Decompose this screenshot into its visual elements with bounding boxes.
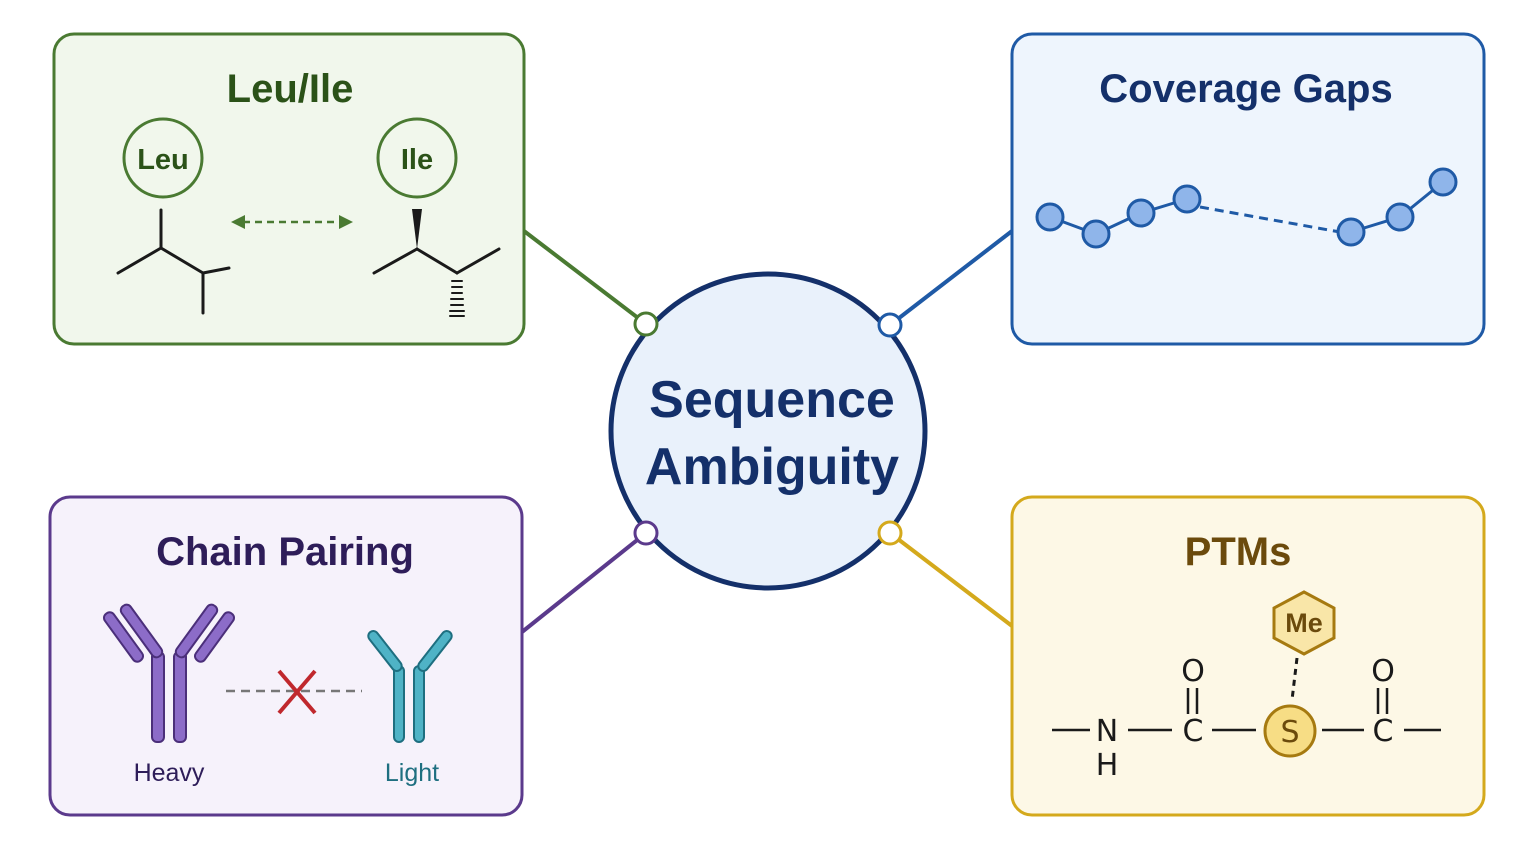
isomer-arrow <box>231 215 353 229</box>
residue-node <box>1081 219 1111 249</box>
isoleucine-structure <box>372 209 501 317</box>
panel-coverage-title: Coverage Gaps <box>1099 67 1392 111</box>
backbone-bonds <box>1052 688 1441 732</box>
atom-c2: C <box>1373 714 1394 749</box>
connector-leu-ile <box>522 229 648 326</box>
mismatch-x-icon <box>226 669 362 715</box>
panel-coverage-box <box>1010 32 1486 346</box>
center-hub: Sequence Ambiguity <box>608 271 928 591</box>
residue-node <box>1385 202 1415 232</box>
atom-n: N <box>1096 714 1118 749</box>
ile-label: Ile <box>401 144 433 176</box>
heavy-label: Heavy <box>134 759 205 787</box>
heavy-chain-antibody-icon <box>102 603 236 743</box>
methyl-label: Me <box>1285 608 1323 638</box>
panel-coverage: Coverage Gaps <box>1010 32 1486 346</box>
junction-node-purple <box>633 520 659 546</box>
connector-ptm <box>888 531 1014 628</box>
panel-chain: Chain Pairing Heavy Light <box>48 495 524 817</box>
atom-s: S <box>1280 715 1299 750</box>
panel-leu-ile: Leu/Ile Leu Ile <box>52 32 526 346</box>
gap-dashed-line <box>1199 205 1341 234</box>
light-label: Light <box>385 759 439 787</box>
junction-node-blue <box>877 312 903 338</box>
leu-label: Leu <box>137 144 189 176</box>
atom-o2: O <box>1371 654 1395 689</box>
connectors <box>520 229 1014 634</box>
leucine-structure <box>116 208 231 315</box>
peptide-chain <box>1035 167 1458 249</box>
panel-leu-ile-title: Leu/Ile <box>227 67 354 111</box>
leu-circle <box>122 117 204 199</box>
center-title-line2: Ambiguity <box>645 438 899 496</box>
panel-ptm-box <box>1010 495 1486 817</box>
residue-node <box>1336 217 1366 247</box>
residue-node <box>1428 167 1458 197</box>
junction-nodes <box>633 311 903 546</box>
atom-h: H <box>1096 748 1119 783</box>
panel-ptm: PTMs Me N H C O C O S <box>1010 495 1486 817</box>
panel-chain-title: Chain Pairing <box>156 530 414 574</box>
panel-ptm-title: PTMs <box>1185 530 1292 574</box>
methyl-hexagon <box>1272 590 1336 656</box>
junction-node-green <box>633 311 659 337</box>
residue-node <box>1172 184 1202 214</box>
center-title-line1: Sequence <box>649 371 895 429</box>
connector-chain <box>520 531 648 634</box>
atom-o1: O <box>1181 654 1205 689</box>
junction-node-gold <box>877 520 903 546</box>
backbone-atoms: N H C O C O <box>1096 654 1395 783</box>
atom-c1: C <box>1183 714 1204 749</box>
panel-leu-ile-box <box>52 32 526 346</box>
connector-coverage <box>888 229 1014 327</box>
modified-residue-circle <box>1263 704 1317 758</box>
residue-node <box>1126 198 1156 228</box>
ile-circle <box>376 117 458 199</box>
residue-node <box>1035 202 1065 232</box>
light-chain-antibody-icon <box>367 630 453 743</box>
ptm-dotted-bond <box>1290 657 1299 701</box>
center-circle <box>608 271 928 591</box>
